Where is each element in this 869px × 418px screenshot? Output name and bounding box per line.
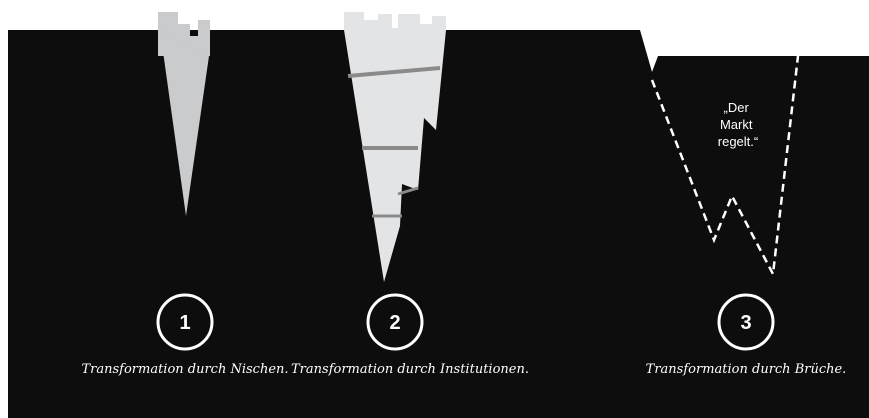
stage-3-number: 3 [740, 312, 751, 334]
stage-1-number: 1 [179, 312, 190, 334]
market-quote-line-3: regelt.“ [718, 134, 758, 149]
stage-1-caption: Transformation durch Nischen. [81, 362, 288, 377]
stage-3-caption: Transformation durch Brüche. [646, 362, 847, 377]
market-quote-line-1: „Der [724, 100, 750, 115]
market-quote-line-2: Markt [720, 117, 753, 132]
stage-2-caption: Transformation durch Institutionen. [291, 362, 529, 377]
stage-2-number: 2 [389, 312, 400, 334]
market-quote: „Der Markt regelt.“ [718, 100, 758, 149]
